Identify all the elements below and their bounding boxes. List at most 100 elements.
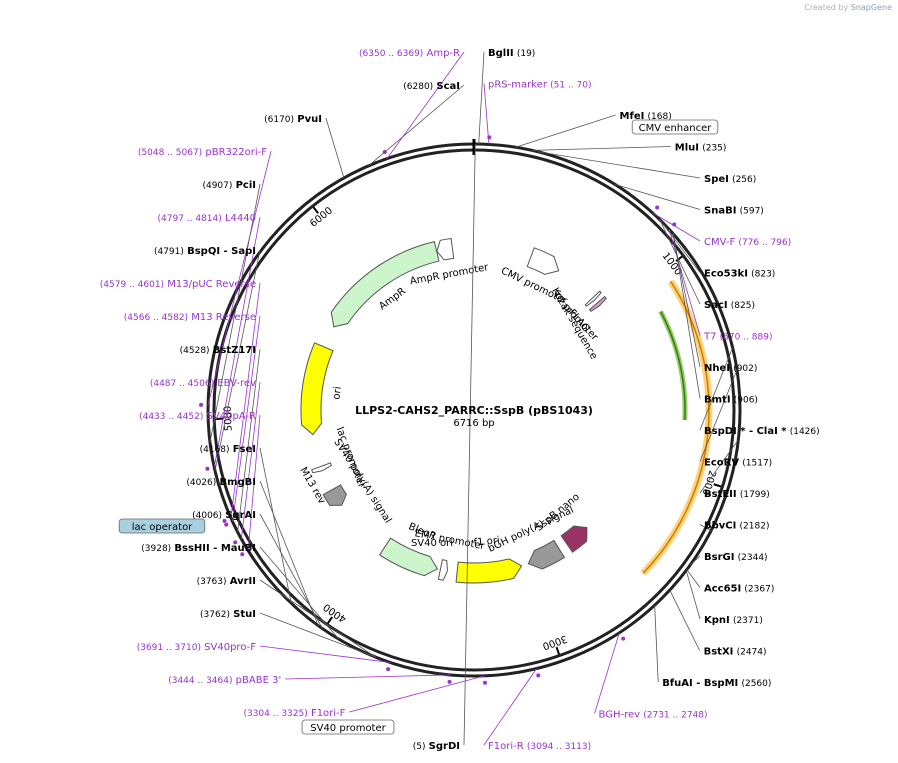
site-name: SacI: [704, 300, 728, 311]
primer-mark: [233, 540, 238, 545]
site-leader: [463, 143, 476, 746]
site-leader: [689, 555, 701, 566]
primer-leader: [213, 216, 261, 468]
site-name: BmgBI: [219, 477, 256, 488]
primer-mark: [621, 636, 626, 641]
site-coord: (4433 .. 4452): [139, 412, 203, 422]
primer-leader: [483, 668, 537, 746]
site-coord: (235): [702, 144, 726, 154]
boxed-label-box: [631, 119, 719, 135]
primer-label: (4433 .. 4452) SV40pA-R: [139, 411, 256, 422]
primer-leader: [483, 83, 490, 145]
credit-brand: SnapGene: [850, 3, 892, 12]
credit-prefix: Created by: [804, 3, 849, 12]
primer-name: M13 Reverse: [191, 312, 256, 323]
site-coord: (2182): [740, 522, 770, 532]
site-coord: (3691 .. 3710): [137, 643, 201, 653]
tick-mark: [713, 483, 723, 488]
primer-leader: [668, 229, 701, 336]
site-name: BmtI: [704, 395, 731, 406]
primer-name: CMV-F: [704, 237, 735, 248]
site-label: MfeI (168): [620, 111, 672, 122]
site-coord: (3763): [197, 577, 227, 587]
primer-leader: [652, 212, 701, 242]
primer-name: SV40pA-R: [207, 411, 256, 422]
feature-arrow: [455, 558, 523, 584]
site-coord: (3304 .. 3325): [243, 709, 307, 719]
site-coord: (4907): [202, 181, 232, 191]
site-label: BstEII (1799): [704, 489, 770, 500]
small-feature-label: SV40 ori: [411, 538, 453, 549]
site-leader: [237, 348, 261, 532]
site-label: (4026) BmgBI: [186, 477, 256, 488]
site-labels: BglII (19)pRS-marker (51 .. 70)MfeI (168…: [100, 48, 820, 752]
feature-arrow: [527, 539, 566, 570]
site-leader: [673, 233, 701, 399]
feature-label: ori: [331, 386, 344, 400]
primer-mark: [447, 679, 452, 684]
site-name: MfeI: [620, 111, 645, 122]
site-coord: (4797 .. 4814): [158, 214, 222, 224]
tick-mark: [311, 205, 319, 214]
primer-label: (4579 .. 4601) M13/pUC Reverse: [100, 279, 256, 290]
primer-mark: [672, 222, 677, 227]
primer-label: (4797 .. 4814) L4440: [158, 213, 257, 224]
primer-label: pRS-marker (51 .. 70): [488, 80, 592, 91]
site-label: SpeI (256): [704, 174, 756, 185]
primer-mark: [199, 402, 204, 407]
feature-arrow: [560, 525, 588, 553]
site-coord: (4487 .. 4506): [150, 379, 214, 389]
site-coord: (3762): [200, 610, 230, 620]
site-label: MluI (235): [675, 143, 727, 154]
site-coord: (1517): [742, 459, 772, 469]
primer-label: CMV-F (776 .. 796): [704, 237, 791, 248]
primer-name: F1ori-F: [311, 708, 346, 719]
site-label: (4528) BstZ17I: [180, 345, 256, 356]
primer-label: (4487 .. 4506) EBV-rev: [150, 378, 256, 389]
site-leader: [478, 51, 485, 145]
feature-arrow: [526, 247, 560, 275]
primer-name: Amp-R: [427, 48, 461, 59]
site-leader: [515, 114, 616, 148]
site-leader: [537, 151, 701, 179]
site-label: BmtI (906): [704, 395, 758, 406]
feature-label: bGH poly(A) signal: [487, 505, 576, 555]
site-name: EcoRV: [704, 458, 739, 469]
site-name: Eco53kI: [704, 269, 748, 280]
primer-leader: [594, 632, 620, 714]
feature-arrow: [300, 342, 334, 436]
site-label: BbvCI (2182): [704, 521, 769, 532]
site-name: BspQI - SapI: [187, 246, 256, 257]
site-name: BstEII: [704, 489, 737, 500]
feature-label: lac promoter: [334, 426, 368, 491]
backbone: [206, 139, 742, 678]
primer-mark: [224, 522, 229, 527]
site-coord: (902): [733, 364, 757, 374]
site-name: NheI: [704, 363, 730, 374]
site-label: (4907) PciI: [202, 180, 256, 191]
primer-mark: [655, 205, 660, 210]
snapgene-credit: Created by SnapGene: [804, 3, 892, 12]
site-coord: (4791): [154, 247, 184, 257]
site-name: BssHII - MauBI: [174, 543, 256, 554]
site-leader: [259, 579, 376, 658]
primer-leader: [240, 381, 261, 540]
site-label: BstXI (2474): [704, 647, 767, 658]
tick-label: 4000: [322, 601, 349, 624]
primer-name: pRS-marker: [488, 80, 548, 91]
site-leader: [259, 612, 376, 658]
site-coord: (2344): [738, 553, 768, 563]
site-label: (5) SgrDI: [413, 741, 460, 752]
boxed-label: CMV enhancer: [639, 123, 713, 134]
site-coord: (4528): [180, 346, 210, 356]
site-name: MluI: [675, 143, 699, 154]
primer-leader: [230, 282, 261, 519]
site-name: PvuI: [297, 114, 322, 125]
site-coord: (2367): [744, 585, 774, 595]
site-leader: [699, 369, 738, 462]
tick-mark: [675, 254, 684, 262]
site-coord: (3444 .. 3464): [168, 676, 232, 686]
inner-arc-line: [659, 311, 686, 421]
site-coord: (776 .. 796): [738, 238, 791, 248]
